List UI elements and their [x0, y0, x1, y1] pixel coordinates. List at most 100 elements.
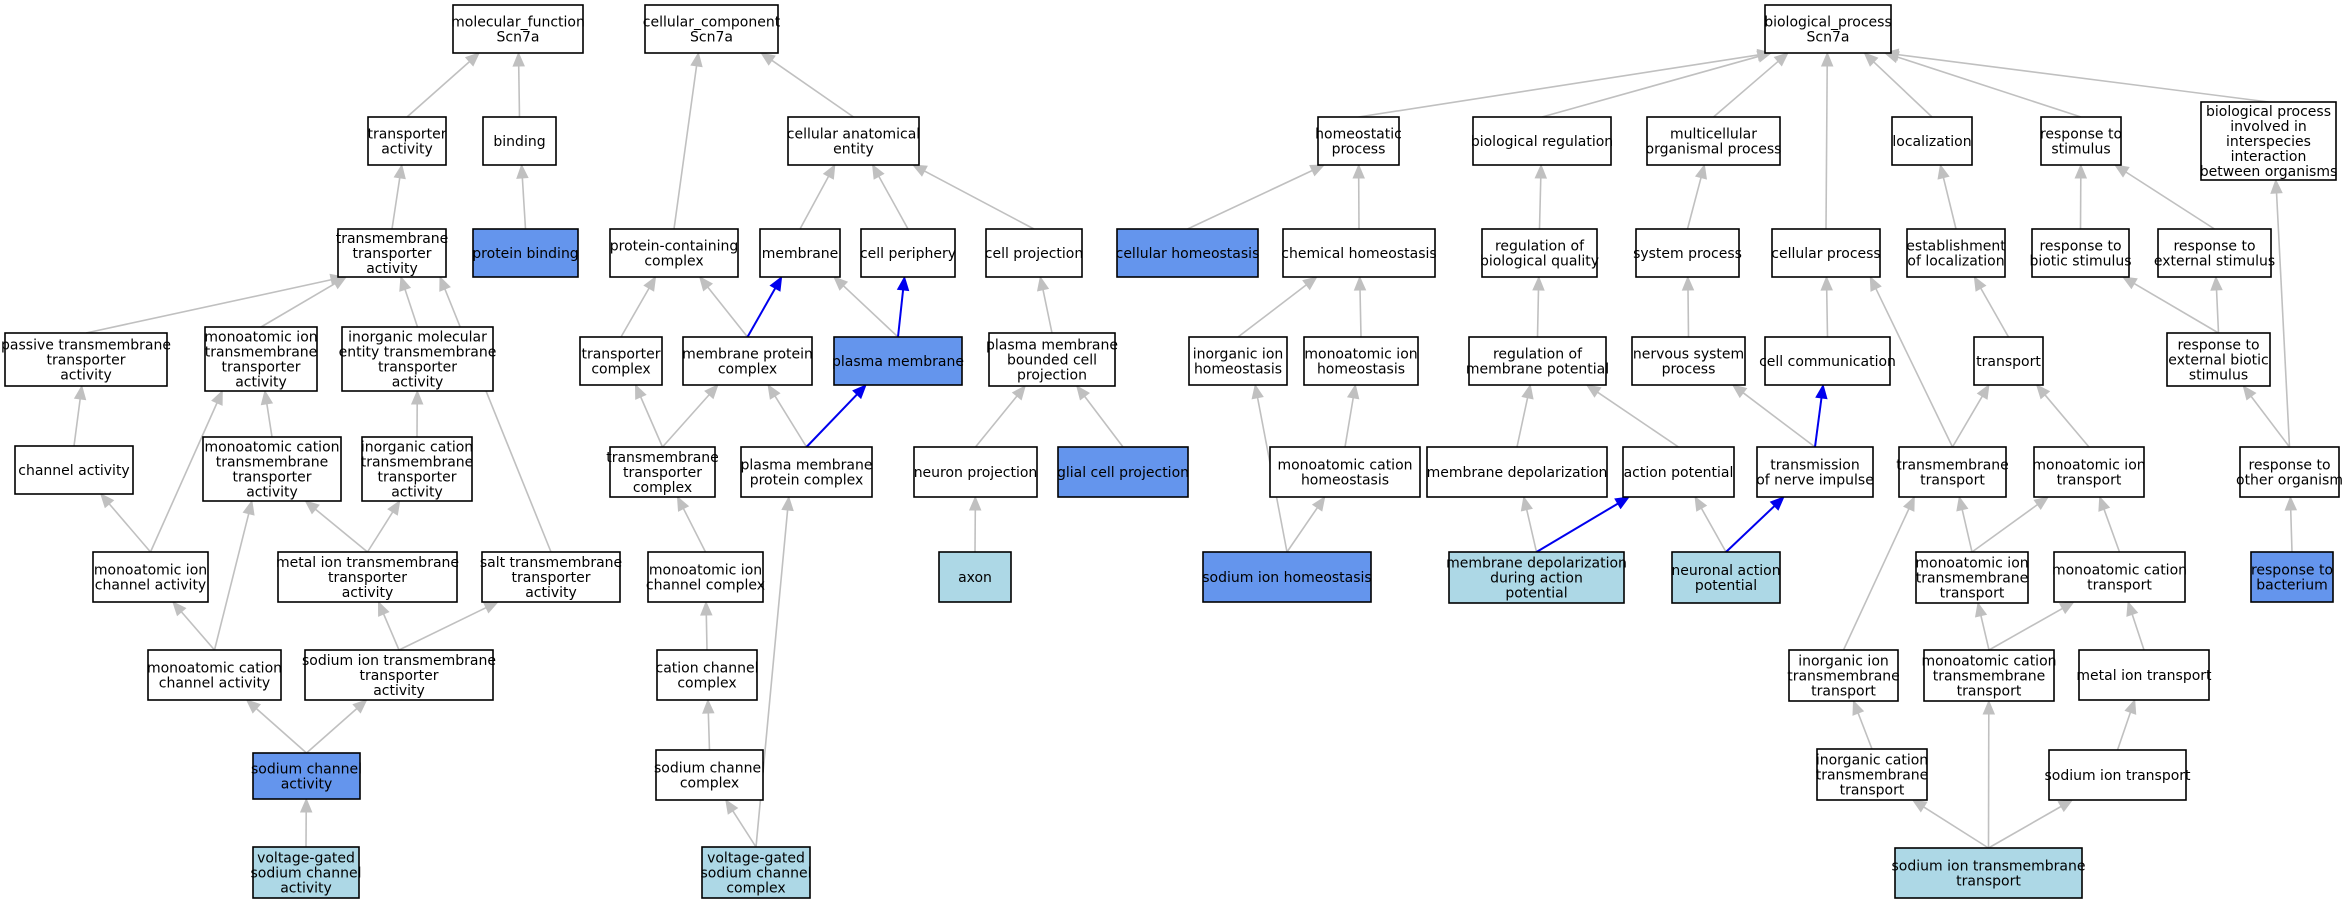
node-box: [482, 116, 557, 166]
node-box: [1891, 116, 1973, 166]
go-term-node-sih[interactable]: sodium ion homeostasis: [1202, 551, 1372, 603]
node-label-line: transport: [1920, 473, 1985, 489]
go-term-node-cperiph[interactable]: cell periphery: [860, 228, 956, 278]
go-term-node-ccomm[interactable]: cell communication: [1759, 336, 1896, 386]
go-term-node-gcp[interactable]: glial cell projection: [1057, 446, 1189, 498]
go-term-node-mitr[interactable]: metal ion transport: [2076, 649, 2212, 701]
node-label-line: transporter: [623, 465, 702, 481]
go-term-node-cellp[interactable]: cellular process: [1771, 228, 1881, 278]
go-term-node-local[interactable]: localization: [1891, 116, 1973, 166]
go-term-node-mdep[interactable]: membrane depolarization: [1426, 446, 1608, 498]
arrowhead-icon: [676, 495, 690, 512]
edge-line: [107, 502, 152, 553]
node-box: [2250, 551, 2334, 603]
go-term-node-chemh[interactable]: chemical homeostasis: [1281, 228, 1437, 278]
edge-line: [746, 286, 777, 338]
go-term-node-icta[interactable]: inorganic cationtransmembranetransporter…: [361, 436, 474, 502]
node-label-line: membrane: [762, 246, 839, 262]
edge-imetta-to-tmta: [399, 275, 419, 328]
go-term-node-ap[interactable]: action potential: [1622, 446, 1735, 498]
go-term-node-sit[interactable]: sodium ion transport: [2044, 749, 2191, 801]
edge-mitt-to-mit: [1971, 496, 2050, 553]
go-term-node-binding[interactable]: binding: [482, 116, 557, 166]
go-term-node-mitta[interactable]: monoatomic iontransmembranetransporterac…: [204, 326, 318, 392]
edge-mica-to-chact: [99, 493, 152, 553]
edge-line: [773, 394, 808, 448]
go-term-node-membrane[interactable]: membrane: [759, 228, 841, 278]
go-term-node-mctta[interactable]: monoatomic cationtransmembranetransporte…: [202, 436, 342, 502]
go-term-node-cproj[interactable]: cell projection: [985, 228, 1083, 278]
node-label-line: plasma membrane: [986, 338, 1118, 354]
go-term-node-chomeo[interactable]: cellular homeostasis: [1116, 228, 1260, 278]
go-term-node-bioreg[interactable]: biological regulation: [1471, 116, 1613, 166]
go-term-node-axon[interactable]: axon: [938, 551, 1012, 603]
go-term-node-sysp[interactable]: system process: [1633, 228, 1742, 278]
node-label-line: regulation of: [1493, 347, 1583, 363]
go-term-node-chact[interactable]: channel activity: [14, 445, 134, 495]
go-term-node-mitta2[interactable]: metal ion transmembranetransporteractivi…: [276, 551, 459, 603]
edge-nap-to-ap: [1694, 495, 1727, 553]
go-term-node-nproj[interactable]: neuron projection: [913, 446, 1038, 498]
go-term-node-transport[interactable]: transport: [1973, 336, 2044, 386]
node-label-line: biological regulation: [1471, 134, 1613, 150]
node-label-line: bounded cell: [1007, 353, 1097, 369]
node-label-line: metal ion transmembrane: [276, 555, 459, 571]
edge-line: [1237, 283, 1308, 338]
edge-sih-to-mch: [1286, 495, 1326, 553]
go-term-node-sitta[interactable]: sodium ion transmembranetransporteractiv…: [302, 649, 496, 701]
node-label-line: response to: [2251, 563, 2333, 579]
go-term-node-pbind[interactable]: protein binding: [472, 228, 579, 278]
go-term-node-pm[interactable]: plasma membrane: [832, 336, 964, 386]
